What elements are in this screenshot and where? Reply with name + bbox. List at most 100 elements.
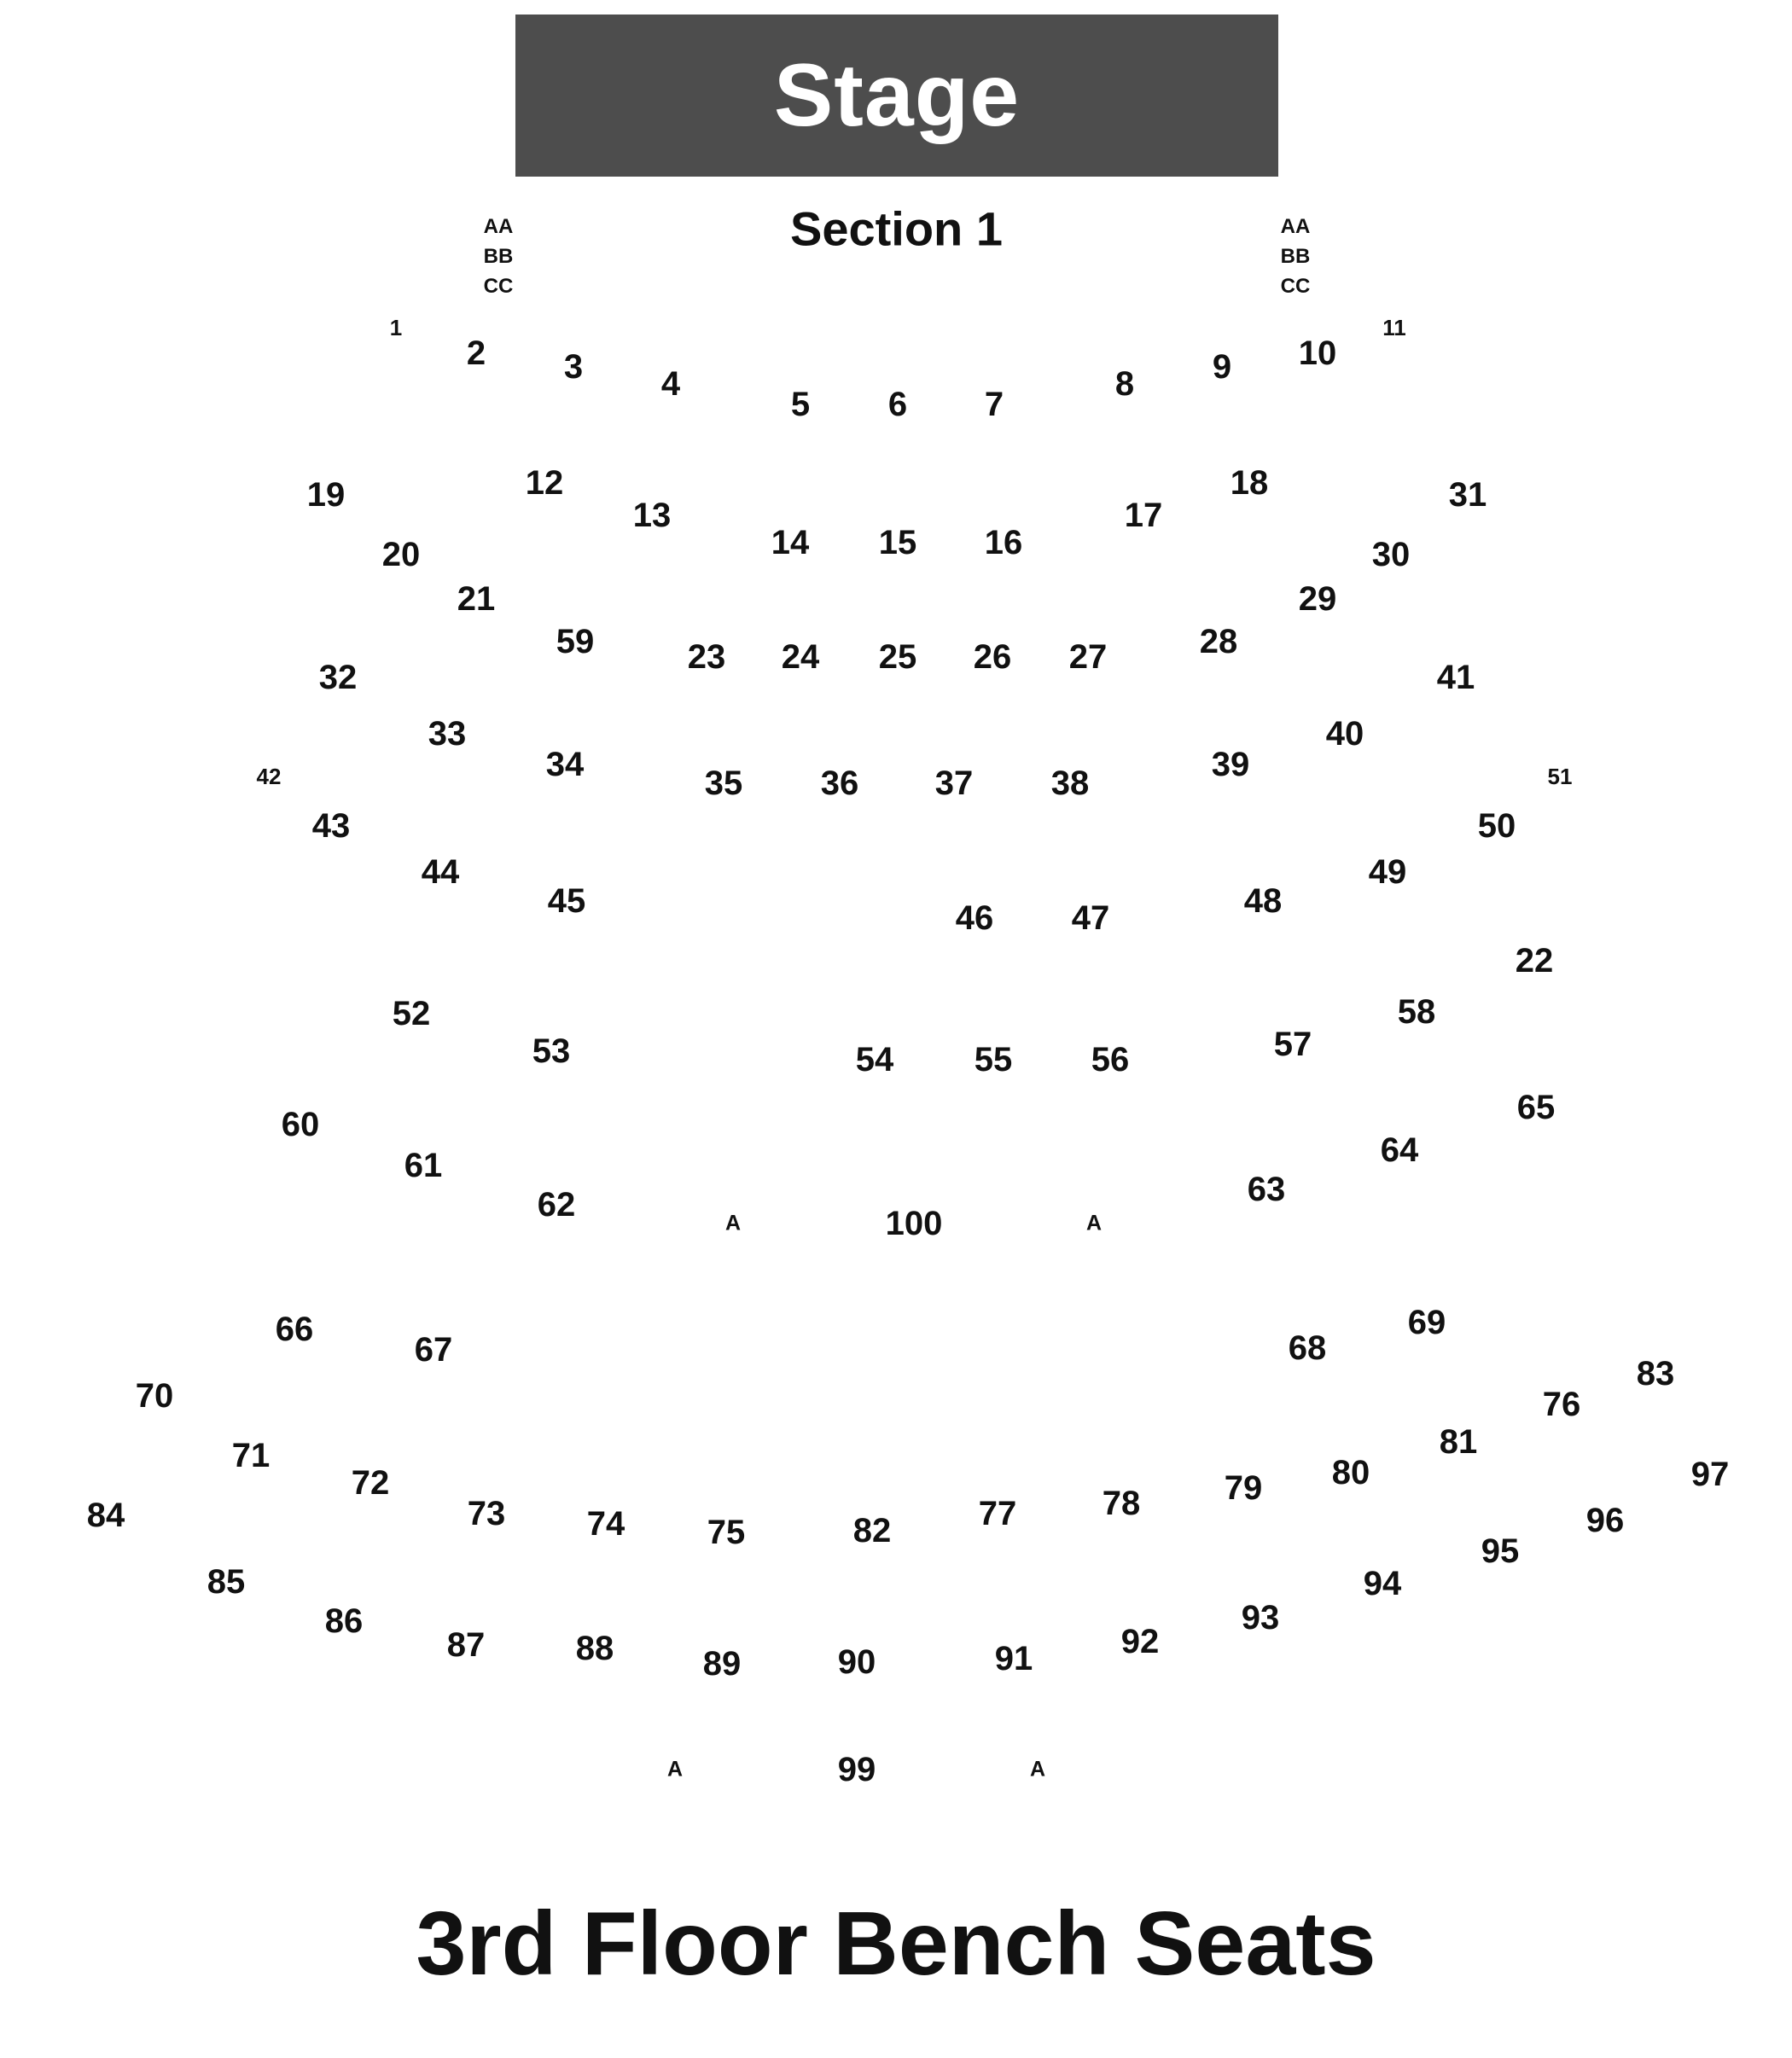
seat-label[interactable]: 93	[1241, 1599, 1280, 1637]
seat-label[interactable]: 94	[1363, 1565, 1402, 1602]
seat-label[interactable]: 42	[256, 764, 282, 789]
seat-label[interactable]: 92	[1120, 1623, 1160, 1660]
seat-label[interactable]: 56	[1091, 1041, 1130, 1078]
seat-label[interactable]: 35	[704, 764, 743, 802]
seat-label[interactable]: 57	[1273, 1026, 1312, 1063]
seat-label[interactable]: 74	[586, 1505, 625, 1543]
seat-label[interactable]: 33	[428, 715, 467, 753]
seat-label[interactable]: 34	[545, 746, 585, 783]
seat-label[interactable]: 53	[532, 1032, 571, 1070]
seat-label[interactable]: 81	[1439, 1423, 1478, 1461]
accessible-seat-marker[interactable]: A	[724, 1211, 742, 1235]
seat-label[interactable]: 75	[707, 1514, 746, 1551]
seat-label[interactable]: 86	[324, 1602, 364, 1640]
seat-label[interactable]: 43	[311, 807, 351, 845]
seat-label[interactable]: 10	[1298, 334, 1337, 372]
seat-label[interactable]: 71	[231, 1437, 271, 1474]
seat-label[interactable]: 41	[1436, 659, 1475, 696]
seat-label[interactable]: 37	[934, 764, 974, 802]
seat-label[interactable]: 91	[994, 1640, 1033, 1677]
seat-label[interactable]: 28	[1199, 623, 1238, 660]
seat-label[interactable]: 15	[878, 524, 917, 561]
seat-label[interactable]: 61	[404, 1147, 443, 1184]
seat-label[interactable]: 55	[974, 1041, 1013, 1078]
seat-label[interactable]: 52	[392, 995, 431, 1032]
seat-label[interactable]: 96	[1585, 1502, 1625, 1539]
seat-label[interactable]: 23	[687, 638, 726, 676]
seat-label[interactable]: 70	[135, 1377, 174, 1415]
seat-label[interactable]: 64	[1380, 1131, 1419, 1169]
seat-label[interactable]: 59	[556, 623, 595, 660]
seat-label[interactable]: 82	[852, 1512, 892, 1549]
seat-label[interactable]: 38	[1050, 764, 1090, 802]
seat-label[interactable]: 32	[318, 659, 358, 696]
seat-label[interactable]: 84	[86, 1497, 125, 1534]
seat-label[interactable]: 39	[1211, 746, 1250, 783]
seat-label[interactable]: 40	[1325, 715, 1364, 753]
seat-label[interactable]: 99	[837, 1751, 876, 1788]
seat-label[interactable]: 65	[1516, 1089, 1556, 1126]
seat-label[interactable]: 30	[1371, 536, 1411, 573]
seat-label[interactable]: 24	[781, 638, 820, 676]
seat-label[interactable]: 29	[1298, 580, 1337, 618]
seat-label[interactable]: 4	[660, 365, 681, 403]
seat-label[interactable]: 6	[887, 386, 908, 423]
seat-label[interactable]: 63	[1247, 1171, 1286, 1208]
seat-label[interactable]: 26	[973, 638, 1012, 676]
seat-label[interactable]: 5	[790, 386, 811, 423]
seat-label[interactable]: 36	[820, 764, 859, 802]
seat-label[interactable]: 31	[1448, 476, 1487, 514]
seat-label[interactable]: 14	[771, 524, 810, 561]
seat-label[interactable]: 11	[1382, 315, 1406, 340]
seat-label[interactable]: 89	[702, 1645, 742, 1683]
seat-label[interactable]: 27	[1068, 638, 1108, 676]
seat-label[interactable]: 79	[1224, 1469, 1263, 1507]
seat-label[interactable]: 60	[281, 1106, 320, 1143]
seat-label[interactable]: 1	[389, 315, 403, 340]
seat-label[interactable]: 90	[837, 1643, 876, 1681]
seat-label[interactable]: 45	[547, 882, 586, 920]
seat-label[interactable]: 97	[1690, 1456, 1730, 1493]
seat-label[interactable]: 8	[1114, 365, 1135, 403]
seat-label[interactable]: 21	[457, 580, 496, 618]
accessible-seat-marker[interactable]: A	[1085, 1211, 1103, 1235]
seat-label[interactable]: 16	[984, 524, 1023, 561]
seat-label[interactable]: 50	[1477, 807, 1516, 845]
seat-label[interactable]: 20	[381, 536, 421, 573]
seat-label[interactable]: 9	[1212, 348, 1232, 386]
seat-label[interactable]: 100	[885, 1205, 943, 1242]
seat-label[interactable]: 3	[563, 348, 584, 386]
seat-label[interactable]: 46	[955, 899, 994, 937]
seat-label[interactable]: 77	[978, 1495, 1017, 1532]
seat-label[interactable]: 88	[575, 1630, 614, 1667]
seat-label[interactable]: 54	[855, 1041, 894, 1078]
seat-label[interactable]: 47	[1071, 899, 1110, 937]
seat-label[interactable]: 85	[207, 1563, 246, 1601]
seat-label[interactable]: 83	[1636, 1355, 1675, 1392]
seat-label[interactable]: 2	[466, 334, 486, 372]
seat-label[interactable]: 13	[632, 497, 672, 534]
seat-label[interactable]: 80	[1331, 1454, 1370, 1491]
seat-label[interactable]: 73	[467, 1495, 506, 1532]
seat-label[interactable]: 68	[1288, 1329, 1327, 1367]
seat-label[interactable]: 87	[446, 1626, 486, 1664]
seat-label[interactable]: 62	[537, 1186, 576, 1224]
seat-label[interactable]: 17	[1124, 497, 1163, 534]
seat-label[interactable]: 44	[421, 853, 460, 891]
seat-label[interactable]: 78	[1102, 1485, 1141, 1522]
seat-label[interactable]: 7	[984, 386, 1004, 423]
seat-label[interactable]: 95	[1481, 1532, 1520, 1570]
seat-label[interactable]: 66	[275, 1311, 314, 1348]
seat-label[interactable]: 67	[414, 1331, 453, 1369]
seat-label[interactable]: 19	[306, 476, 346, 514]
seat-label[interactable]: 69	[1407, 1304, 1446, 1341]
accessible-seat-marker[interactable]: A	[1029, 1757, 1046, 1782]
seat-label[interactable]: 76	[1542, 1386, 1581, 1423]
seat-label[interactable]: 12	[525, 464, 564, 502]
seat-label[interactable]: 48	[1243, 882, 1283, 920]
seat-label[interactable]: 18	[1230, 464, 1269, 502]
seat-label[interactable]: 49	[1368, 853, 1407, 891]
accessible-seat-marker[interactable]: A	[666, 1757, 684, 1782]
seat-label[interactable]: 25	[878, 638, 917, 676]
seat-label[interactable]: 72	[351, 1464, 390, 1502]
